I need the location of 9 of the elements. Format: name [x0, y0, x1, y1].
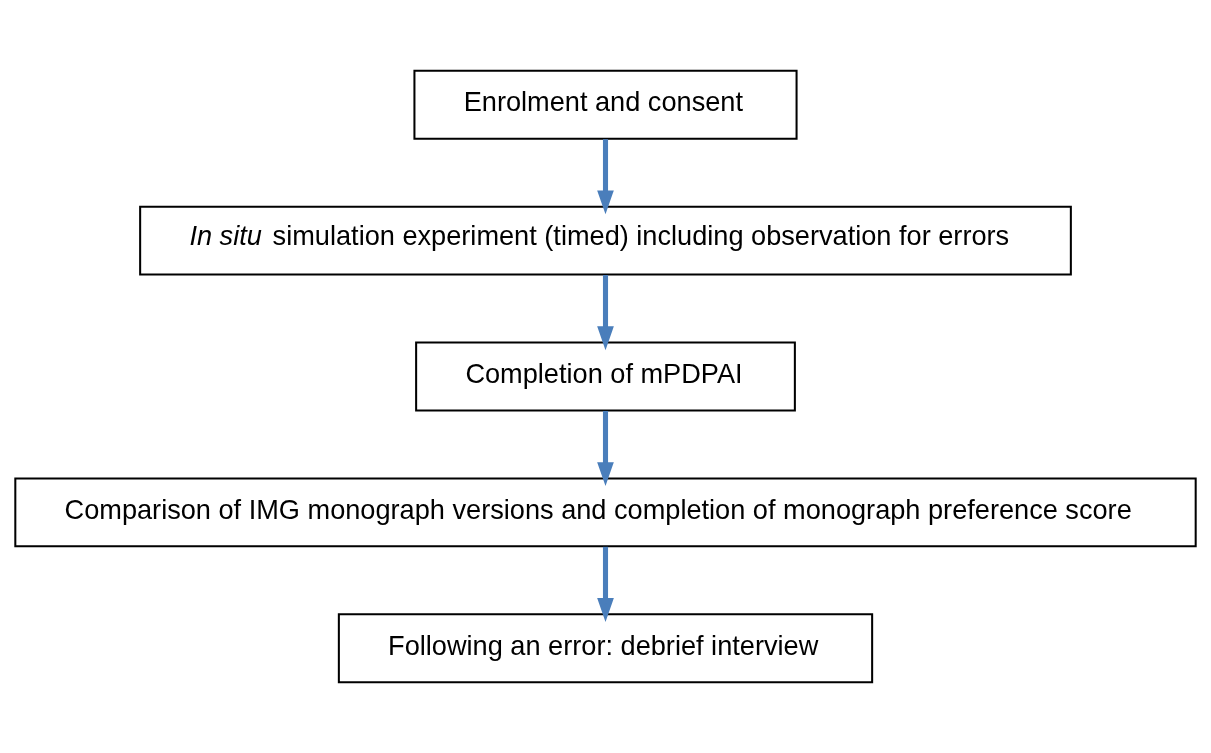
node-box: In situ simulation experiment (timed) including observation for errors — [139, 205, 1072, 276]
node-box: Following an error: debrief interview — [337, 613, 874, 684]
arrow — [597, 410, 614, 486]
node-box: Completion of mPDPAI — [415, 341, 796, 412]
arrow — [597, 546, 614, 622]
node-box: Enrolment and consent — [413, 69, 798, 140]
arrow — [597, 275, 614, 351]
node-box: Comparison of IMG monograph versions and completion of monograph preference score — [14, 477, 1197, 548]
arrow — [597, 139, 614, 215]
